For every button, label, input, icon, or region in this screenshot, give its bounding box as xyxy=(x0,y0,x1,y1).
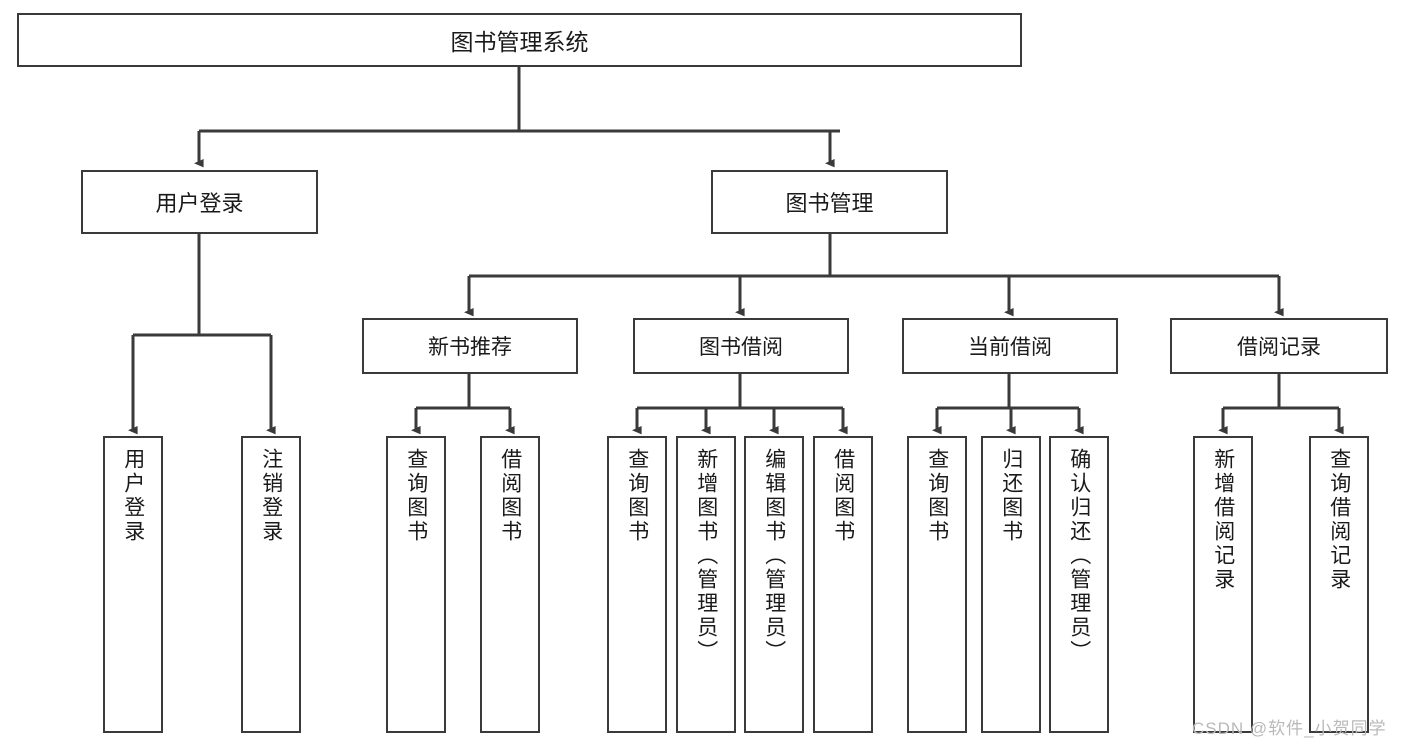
node-label: 查询借阅记录 xyxy=(1327,448,1351,592)
leaf-book-borrow-add-book-admin[interactable]: 新增图书（管理员） xyxy=(676,436,736,733)
node-label: 新增图书（管理员） xyxy=(694,448,718,664)
leaf-book-borrow-borrow-book[interactable]: 借阅图书 xyxy=(813,436,873,733)
node-label: 编辑图书（管理员） xyxy=(762,448,786,664)
node-label: 用户登录 xyxy=(155,191,244,216)
node-book-borrow[interactable]: 图书借阅 xyxy=(633,318,849,374)
node-label: 新增借阅记录 xyxy=(1211,448,1235,592)
leaf-borrow-record-add-record[interactable]: 新增借阅记录 xyxy=(1193,436,1253,733)
leaf-user-login-logout[interactable]: 注销登录 xyxy=(241,436,301,733)
leaf-current-borrow-return-book[interactable]: 归还图书 xyxy=(981,436,1041,733)
node-label: 归还图书 xyxy=(999,448,1023,544)
node-borrow-record[interactable]: 借阅记录 xyxy=(1170,318,1388,374)
node-label: 借阅图书 xyxy=(498,448,522,544)
node-label: 新书推荐 xyxy=(428,336,512,359)
node-label: 借阅图书 xyxy=(831,448,855,544)
node-label: 用户登录 xyxy=(121,448,145,544)
node-label: 查询图书 xyxy=(404,448,428,544)
node-root-book-management-system[interactable]: 图书管理系统 xyxy=(17,13,1022,67)
watermark: CSDN @软件_小贺同学 xyxy=(1192,719,1387,738)
leaf-new-book-borrow-book[interactable]: 借阅图书 xyxy=(480,436,540,733)
leaf-current-borrow-confirm-return-admin[interactable]: 确认归还（管理员） xyxy=(1049,436,1109,733)
leaf-borrow-record-query-record[interactable]: 查询借阅记录 xyxy=(1309,436,1369,733)
node-label: 借阅记录 xyxy=(1237,336,1321,359)
leaf-new-book-query-book[interactable]: 查询图书 xyxy=(386,436,446,733)
leaf-book-borrow-query-book[interactable]: 查询图书 xyxy=(607,436,667,733)
node-label: 注销登录 xyxy=(259,448,283,544)
leaf-book-borrow-edit-book-admin[interactable]: 编辑图书（管理员） xyxy=(744,436,804,733)
node-label: 查询图书 xyxy=(925,448,949,544)
node-current-borrow[interactable]: 当前借阅 xyxy=(902,318,1118,374)
node-new-book-recommend[interactable]: 新书推荐 xyxy=(362,318,578,374)
leaf-current-borrow-query-book[interactable]: 查询图书 xyxy=(907,436,967,733)
node-user-login[interactable]: 用户登录 xyxy=(81,170,318,234)
node-label: 确认归还（管理员） xyxy=(1067,448,1091,664)
leaf-user-login-login[interactable]: 用户登录 xyxy=(103,436,163,733)
node-label: 图书借阅 xyxy=(699,336,783,359)
node-label: 图书管理系统 xyxy=(450,29,589,55)
node-label: 查询图书 xyxy=(625,448,649,544)
node-book-management[interactable]: 图书管理 xyxy=(711,170,948,234)
node-label: 图书管理 xyxy=(785,191,874,216)
node-label: 当前借阅 xyxy=(968,336,1052,359)
